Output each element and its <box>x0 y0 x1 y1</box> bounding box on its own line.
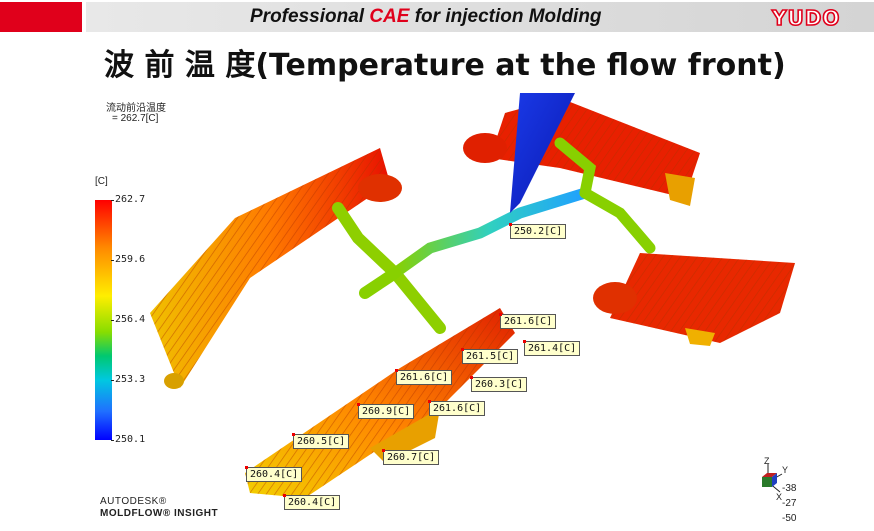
part-left <box>150 148 402 389</box>
legend-tick: 250.1 <box>110 434 146 445</box>
page-title: 波 前 温 度(Temperature at the flow front) <box>104 48 786 83</box>
result-max: = 262.7[C] <box>112 113 159 124</box>
header-bar: Professional CAE for injection Molding Y… <box>0 0 874 38</box>
header-grey-bar <box>86 2 874 32</box>
probe-label: 260.4[C] <box>282 494 341 510</box>
view-angle-1: -38 <box>782 483 797 494</box>
probe-label: 261.6[C] <box>498 313 557 329</box>
header-title: Professional CAE for injection Molding <box>250 6 602 28</box>
legend-tick: 262.7 <box>110 194 146 205</box>
result-name: 流动前沿温度 <box>106 103 166 114</box>
legend-tick: 253.3 <box>110 374 146 385</box>
brand-logo: YUDO <box>771 5 841 31</box>
sprue <box>510 93 575 213</box>
header-suffix: for injection Molding <box>409 6 602 27</box>
color-legend-bar <box>95 200 112 440</box>
part-bottom <box>245 308 515 498</box>
header-prefix: Professional <box>250 6 370 27</box>
moldflow-logo: MOLDFLOW® INSIGHT <box>100 508 219 519</box>
orientation-triad-icon[interactable] <box>752 458 792 498</box>
probe-label: 260.5[C] <box>291 433 350 449</box>
probe-label: 261.4[C] <box>522 340 581 356</box>
probe-label: 260.7[C] <box>381 449 440 465</box>
probe-label: 261.6[C] <box>427 400 486 416</box>
probe-label: 260.4[C] <box>244 466 303 482</box>
axis-z-label: Z <box>764 456 770 466</box>
legend-unit: [C] <box>95 176 108 187</box>
probe-label: 260.9[C] <box>356 403 415 419</box>
legend-tick: 256.4 <box>110 314 146 325</box>
axis-x-label: X <box>776 492 783 502</box>
model-viewport[interactable] <box>140 88 820 518</box>
header-cae: CAE <box>369 6 410 27</box>
probe-label: 261.5[C] <box>460 348 519 364</box>
axis-y-label: Y <box>782 465 789 475</box>
probe-label: 261.6[C] <box>394 369 453 385</box>
probe-label: 250.2[C] <box>508 223 567 239</box>
runner-system <box>332 137 656 334</box>
view-angle-2: -27 <box>782 498 797 509</box>
part-right <box>593 253 795 346</box>
probe-label: 260.3[C] <box>469 376 528 392</box>
view-angle-3: -50 <box>782 513 797 524</box>
header-red-block <box>0 2 82 32</box>
legend-tick: 259.6 <box>110 254 146 265</box>
autodesk-logo: AUTODESK® <box>100 496 167 507</box>
